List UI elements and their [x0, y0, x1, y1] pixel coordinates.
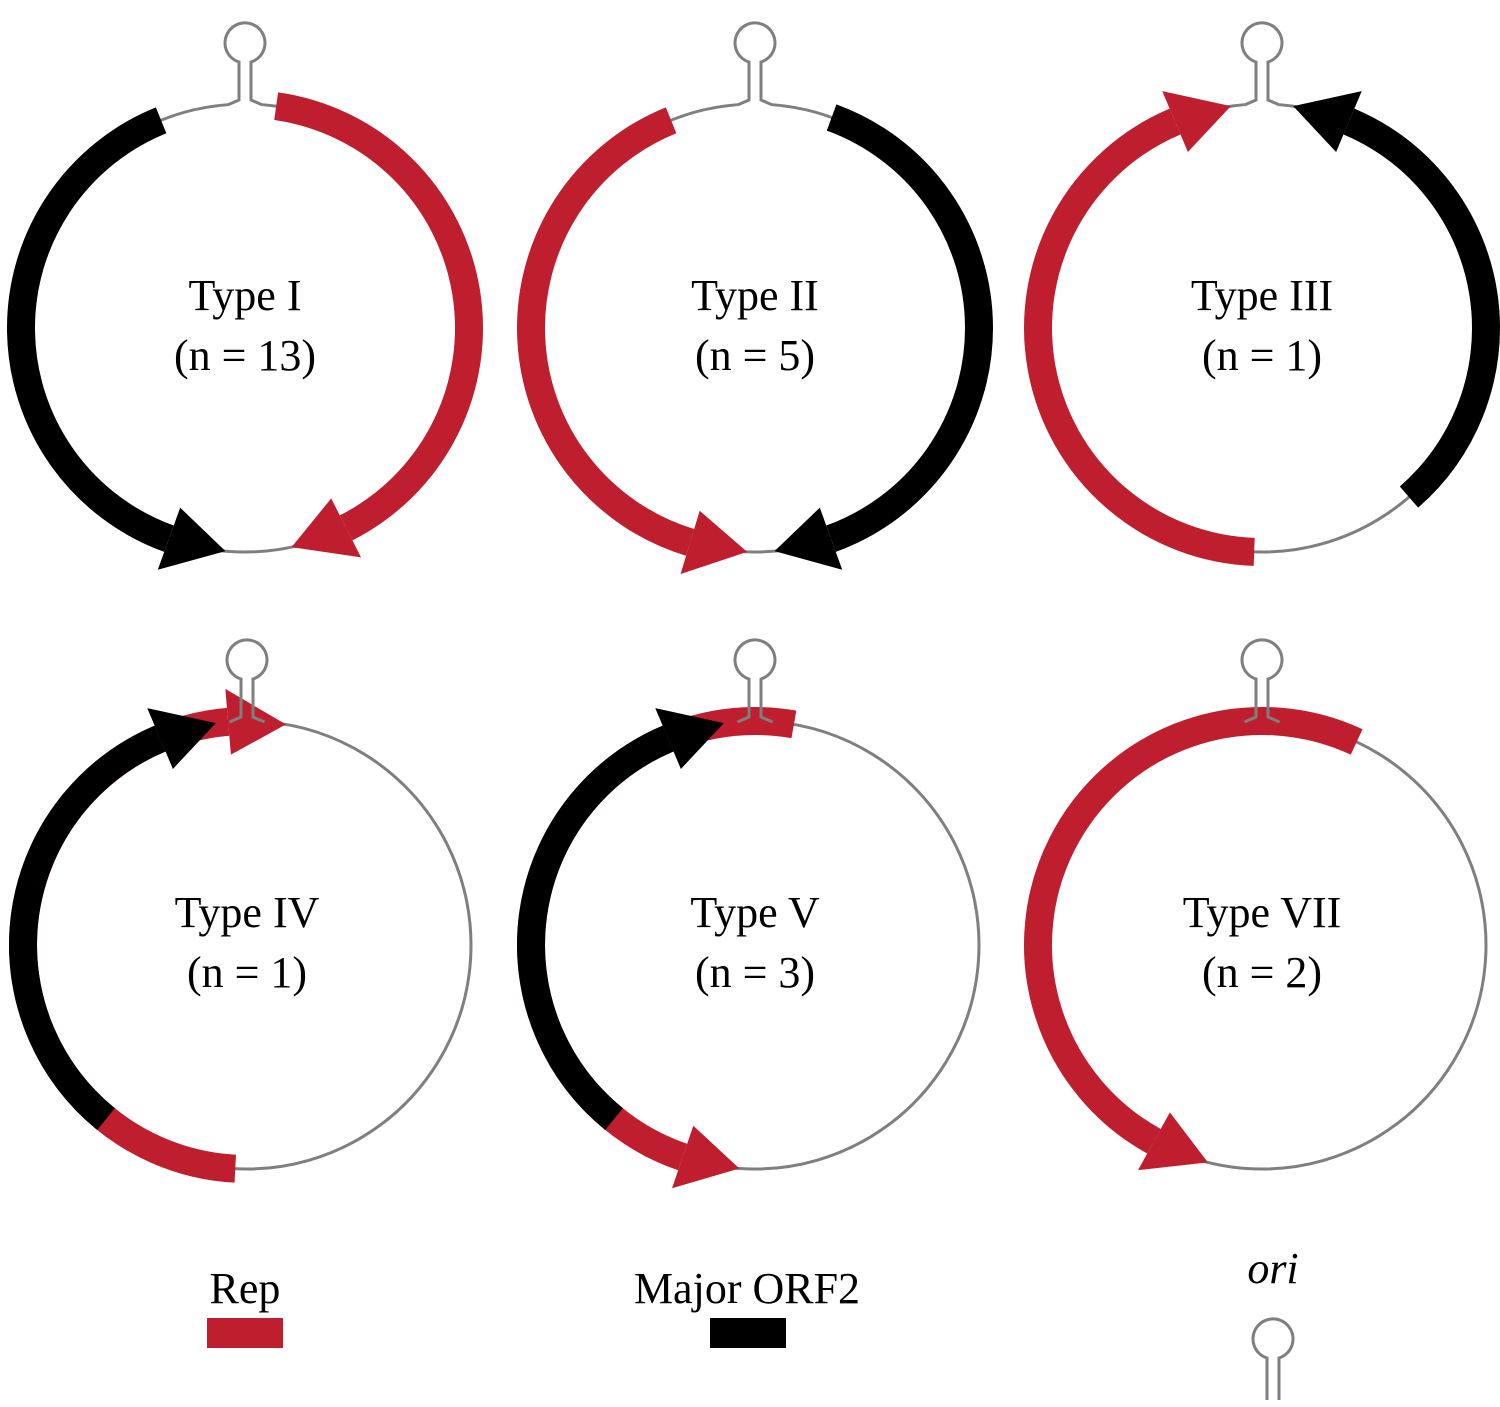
ori-hairpin: [1240, 21, 1284, 107]
genome-type-label: Type II: [691, 271, 819, 320]
genome-count-label: (n = 2): [1202, 948, 1322, 997]
rep-gene-arc: [1024, 707, 1363, 1154]
legend-ori-label: ori: [1247, 1244, 1298, 1293]
orf2-arrowhead: [157, 507, 226, 570]
legend-orf2-swatch: [710, 1318, 786, 1348]
genome-count-label: (n = 13): [174, 331, 316, 380]
legend-ori-hairpin-icon: [1251, 1317, 1295, 1400]
legend: Rep Major ORF2 ori: [207, 1244, 1299, 1400]
genome-count-label: (n = 3): [695, 948, 815, 997]
orf2-arrowhead: [147, 708, 216, 769]
legend-rep-swatch: [207, 1318, 283, 1348]
ori-hairpin: [223, 21, 267, 107]
gene-track: [1024, 707, 1363, 1171]
genome-count-label: (n = 1): [187, 948, 307, 997]
rep-arrowhead: [672, 1125, 740, 1189]
ori-hairpin: [225, 638, 269, 724]
genome-type-v: Type V (n = 3): [517, 638, 981, 1189]
rep-gene-arc: [1024, 108, 1255, 566]
genome-type-label: Type I: [189, 271, 302, 320]
genome-type-ii: Type II (n = 5): [517, 21, 993, 574]
ori-hairpin: [733, 21, 777, 107]
legend-rep-label: Rep: [210, 1264, 281, 1313]
rep-arrowhead: [1162, 91, 1231, 152]
orf2-arrowhead: [655, 708, 724, 769]
orf2-gene-arc: [826, 104, 993, 552]
orf2-gene-arc: [1343, 108, 1500, 508]
gene-track: [1024, 91, 1500, 566]
rep-gene-arc: [9, 707, 237, 1183]
genome-count-label: (n = 1): [1202, 331, 1322, 380]
gene-track: [517, 104, 993, 574]
genome-type-label: Type III: [1191, 271, 1333, 320]
genome-type-i: Type I (n = 13): [7, 21, 483, 570]
rep-gene-arc: [517, 107, 695, 556]
genome-type-iii: Type III (n = 1): [1024, 21, 1500, 566]
orf2-arrowhead: [1293, 91, 1362, 152]
rep-arrowhead: [225, 688, 286, 755]
gene-track: [517, 707, 797, 1189]
genome-type-vii: Type VII (n = 2): [1024, 638, 1488, 1171]
rep-arrowhead: [680, 510, 748, 574]
orf2-gene-arc: [517, 725, 674, 1130]
genome-type-label: Type IV: [175, 888, 320, 937]
legend-orf2-label: Major ORF2: [634, 1264, 860, 1313]
orf2-gene-arc: [7, 107, 174, 552]
gene-track: [7, 92, 483, 570]
orf2-gene-arc: [9, 725, 166, 1130]
genome-count-label: (n = 5): [695, 331, 815, 380]
genome-type-label: Type VII: [1183, 888, 1342, 937]
orf2-arrowhead: [774, 507, 843, 570]
genome-type-label: Type V: [690, 888, 820, 937]
genome-type-iv: Type IV (n = 1): [9, 638, 473, 1183]
rep-gene-arc: [274, 92, 483, 541]
ori-hairpin: [1240, 638, 1284, 724]
rep-arrowhead: [1138, 1112, 1208, 1171]
rep-arrowhead: [291, 498, 362, 558]
ori-hairpin: [733, 638, 777, 724]
gene-track: [9, 688, 286, 1183]
